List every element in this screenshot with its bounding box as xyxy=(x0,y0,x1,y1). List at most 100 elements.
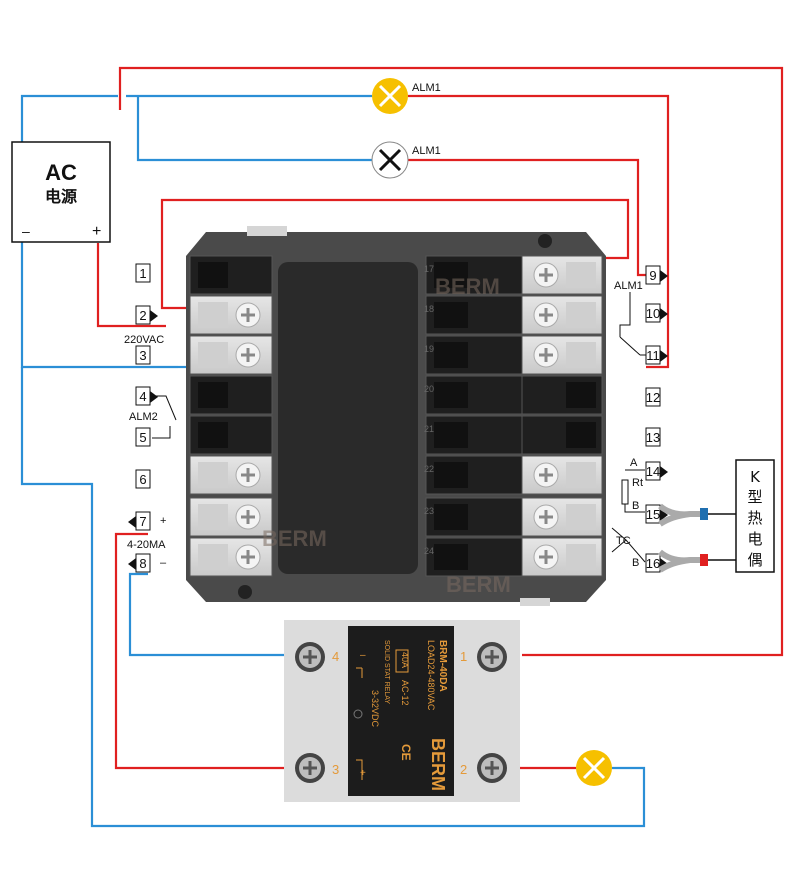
thermocouple: K 型 热 电 偶 xyxy=(658,459,775,573)
ssr-screw xyxy=(295,642,325,672)
ssr-ac: AC-12 xyxy=(400,680,410,706)
inner-num: 20 xyxy=(424,384,434,394)
alarm-lamp: ALM1 xyxy=(372,78,441,114)
ssr-screw xyxy=(477,642,507,672)
inner-num: 22 xyxy=(424,464,434,474)
right-terminal-number: 9 xyxy=(649,268,656,283)
right-terminal-label: 9 xyxy=(645,265,668,285)
load-lamp xyxy=(576,750,612,786)
left-terminal-slot xyxy=(189,415,273,455)
left-terminal-block xyxy=(189,255,273,577)
right-terminal-number: 13 xyxy=(646,430,660,445)
left-terminal-number: 3 xyxy=(139,348,146,363)
left-terminal-number: 1 xyxy=(139,266,146,281)
solid-state-relay: BRM-40DA LOAD24-480VAC 40A AC-12 SOLID S… xyxy=(284,620,520,802)
ssr-input: 3-32VDC xyxy=(370,690,380,728)
left-terminal-number: 6 xyxy=(139,472,146,487)
left-terminal-slot xyxy=(189,375,273,415)
right-terminal-label: 14 xyxy=(645,461,668,481)
label-alm2: ALM2 xyxy=(129,411,158,423)
left-terminal-label: 7 xyxy=(128,511,151,531)
ssr-load: LOAD24-480VAC xyxy=(426,640,436,711)
wire-red-ac-plus xyxy=(96,243,166,328)
controller-brand-3: BERM xyxy=(446,572,511,597)
ssr-t3: 3 xyxy=(332,762,339,777)
inner-num: 17 xyxy=(424,264,434,274)
right-terminal-slot xyxy=(521,537,603,577)
right-inner-slot: 17 xyxy=(424,255,523,295)
right-terminal-slot xyxy=(521,255,603,295)
right-inner-slot: 19 xyxy=(424,335,523,375)
wires xyxy=(20,66,784,828)
left-terminal-label: 8 xyxy=(128,553,151,573)
wire-blue-ac-minus-3 xyxy=(20,236,178,369)
ac-subtitle: 电源 xyxy=(45,187,77,206)
right-terminal-slot xyxy=(521,295,603,335)
label-plus-7: + xyxy=(160,515,166,527)
label-4-20ma: 4-20MA xyxy=(127,539,166,551)
ssr-plus: + xyxy=(360,768,366,779)
ssr-model: BRM-40DA xyxy=(437,640,448,692)
ssr-type: SOLID STAT RELAY xyxy=(383,640,390,704)
tc-char-1: 型 xyxy=(747,488,762,506)
tc-char-4: 偶 xyxy=(747,551,762,569)
right-terminal-slot xyxy=(521,335,603,375)
left-terminal-number: 5 xyxy=(139,430,146,445)
right-inner-slot: 22 xyxy=(424,455,523,495)
right-terminal-number: 16 xyxy=(646,556,660,571)
label-220vac: 220VAC xyxy=(124,334,164,346)
right-terminal-number: 11 xyxy=(646,348,660,363)
right-terminal-slot xyxy=(521,375,603,415)
right-terminal-slot xyxy=(521,455,603,495)
right-terminal-label: 15 xyxy=(645,504,668,524)
left-terminal-label: 3 xyxy=(135,345,151,365)
label-minus-8: – xyxy=(160,557,167,569)
left-terminal-slot xyxy=(189,455,273,495)
alarm-lamp-off: ALM1 xyxy=(371,141,441,179)
ssr-screw xyxy=(477,753,507,783)
wire-blue-8-to-ssr4 xyxy=(128,572,296,657)
ssr-ce: CE xyxy=(399,744,413,761)
ssr-minus: – xyxy=(360,650,366,661)
right-inner-slot: 23 xyxy=(424,497,523,537)
ac-plus: + xyxy=(92,223,101,240)
tc-lug-blue xyxy=(658,503,704,527)
wire-red-xlamp-to-9 xyxy=(408,158,646,277)
right-inner-slot: 24 xyxy=(424,537,523,577)
left-terminal-label: 5 xyxy=(135,427,151,447)
label-rt: Rt xyxy=(632,477,643,489)
left-terminal-number: 7 xyxy=(139,514,146,529)
left-terminal-label: 6 xyxy=(135,469,151,489)
controller-brand-1: BERM xyxy=(435,274,500,299)
right-inner-slot: 21 xyxy=(424,415,523,455)
right-terminal-label: 13 xyxy=(645,427,661,447)
left-terminal-number: 2 xyxy=(139,308,146,323)
tc-char-2: 热 xyxy=(747,509,762,527)
label-b2: B xyxy=(632,557,639,569)
label-alm1-right: ALM1 xyxy=(614,280,643,292)
ac-title: AC xyxy=(45,160,77,185)
inner-num: 21 xyxy=(424,424,434,434)
tc-char-0: K xyxy=(750,468,761,486)
left-terminal-slot xyxy=(189,295,273,335)
right-inner-slot: 20 xyxy=(424,375,523,415)
label-tc: TC xyxy=(616,535,631,547)
left-terminal-label: 1 xyxy=(135,263,151,283)
left-terminal-slot xyxy=(189,537,273,577)
right-inner-slot: 18 xyxy=(424,295,523,335)
inner-num: 18 xyxy=(424,304,434,314)
wire-red-inner-loop xyxy=(160,198,630,310)
tc-lug-red xyxy=(658,549,704,573)
right-terminal-label: 11 xyxy=(645,345,668,365)
label-a: A xyxy=(630,457,638,469)
right-terminal-slot xyxy=(521,497,603,537)
ssr-brand: BERM xyxy=(428,738,448,791)
wire-red-7-to-ssr3 xyxy=(114,532,296,770)
wire-blue-branch xyxy=(136,96,372,162)
inner-num: 19 xyxy=(424,344,434,354)
inner-num: 24 xyxy=(424,546,434,556)
right-terminal-label: 12 xyxy=(645,387,661,407)
left-terminal-slot xyxy=(189,335,273,375)
right-terminal-label: 10 xyxy=(645,303,668,323)
